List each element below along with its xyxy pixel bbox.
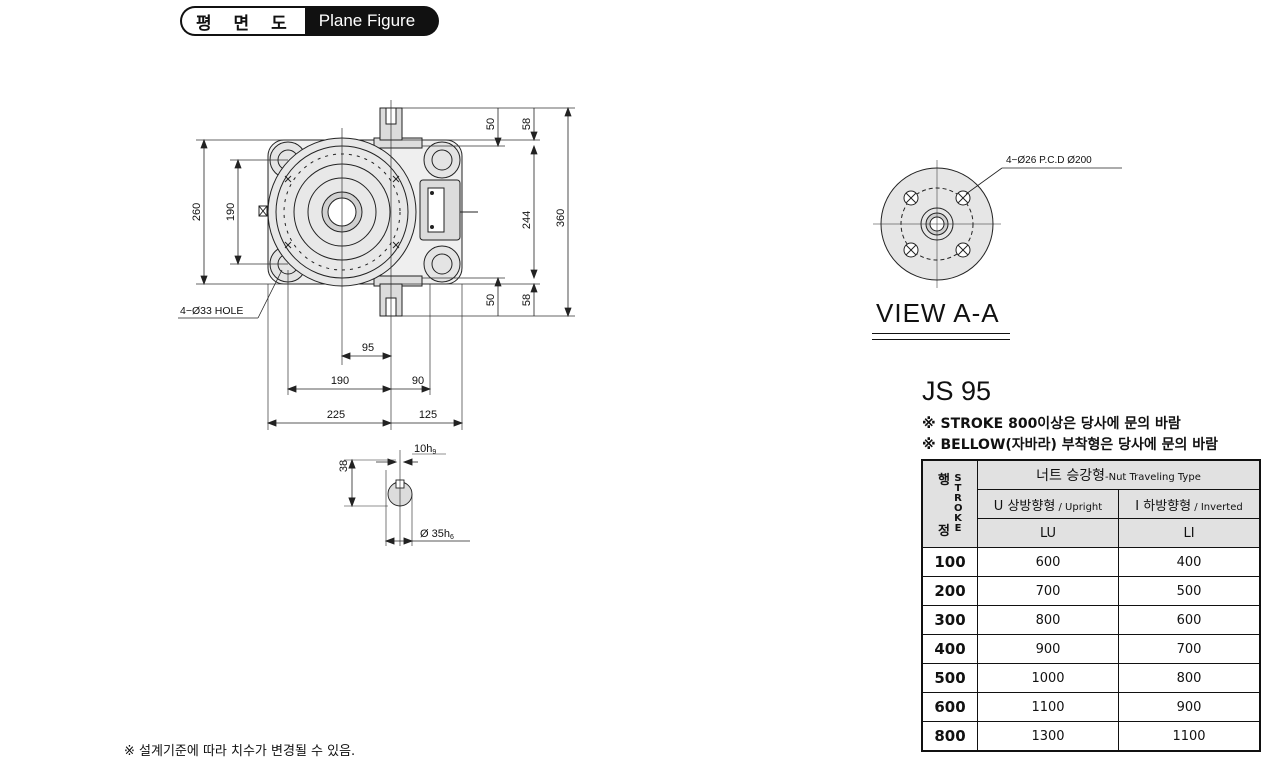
title-english: Plane Figure — [304, 6, 440, 36]
stroke-cell: 600 — [921, 692, 978, 722]
lu-cell: 1300 — [977, 721, 1119, 752]
lu-cell: 800 — [977, 605, 1119, 635]
stroke-cell: 400 — [921, 634, 978, 664]
dim-244: 244 — [521, 211, 533, 229]
li-cell: 800 — [1118, 663, 1261, 693]
li-cell: 700 — [1118, 634, 1261, 664]
stroke-label-bottom: 정 — [938, 524, 950, 539]
lu-cell: 900 — [977, 634, 1119, 664]
lu-cell: 700 — [977, 576, 1119, 606]
pcd-callout: 4−Ø26 P.C.D Ø200 — [1006, 155, 1092, 166]
li-cell: 900 — [1118, 692, 1261, 722]
stroke-cell: 200 — [921, 576, 978, 606]
col-inverted-header: I 하방향형 / Inverted — [1118, 489, 1261, 519]
dim-50-top: 50 — [485, 118, 497, 130]
plan-view-drawing: 260 190 50 58 244 360 50 58 95 190 90 22… — [178, 100, 575, 546]
stroke-cell: 500 — [921, 663, 978, 693]
view-label-underline — [872, 333, 1010, 340]
lu-cell: 600 — [977, 547, 1119, 577]
stroke-header: 행 정 STROKE — [921, 459, 978, 548]
lu-cell: 1000 — [977, 663, 1119, 693]
code-inverted: LI — [1118, 518, 1261, 548]
stroke-label-top: 행 — [938, 473, 950, 488]
li-cell: 600 — [1118, 605, 1261, 635]
dim-50-bottom: 50 — [485, 294, 497, 306]
stroke-length-table: 행 정 STROKE 너트 승강형-Nut Traveling Type U 상… — [921, 459, 1261, 752]
stroke-cell: 300 — [921, 605, 978, 635]
group-header: 너트 승강형-Nut Traveling Type — [977, 459, 1261, 490]
dim-58-top: 58 — [521, 118, 533, 130]
li-cell: 500 — [1118, 576, 1261, 606]
dim-190-horizontal: 190 — [331, 375, 349, 387]
stroke-cell: 800 — [921, 721, 978, 752]
key-depth-dim: 38 — [338, 460, 350, 472]
shaft-diameter-dim: Ø 35h6 — [420, 528, 454, 541]
note-stroke: ※ STROKE 800이상은 당사에 문의 바람 — [922, 416, 1181, 432]
col-upright-header: U 상방향형 / Upright — [977, 489, 1119, 519]
model-name: JS 95 — [922, 376, 992, 406]
dim-125: 125 — [419, 409, 437, 421]
section-title: 평 면 도 Plane Figure — [180, 6, 440, 36]
dim-360: 360 — [555, 209, 567, 227]
dim-90: 90 — [412, 375, 424, 387]
key-width-dim: 10h9 — [414, 443, 436, 456]
dim-190-vertical: 190 — [225, 203, 237, 221]
view-a-a-drawing: 4−Ø26 P.C.D Ø200 — [873, 155, 1122, 288]
dim-225: 225 — [327, 409, 345, 421]
view-a-a-label: VIEW A-A — [876, 298, 1000, 328]
note-bellow: ※ BELLOW(자바라) 부착형은 당사에 문의 바람 — [922, 437, 1219, 453]
dim-260: 260 — [191, 203, 203, 221]
stroke-cell: 100 — [921, 547, 978, 577]
hole-callout: 4−Ø33 HOLE — [180, 305, 243, 317]
li-cell: 400 — [1118, 547, 1261, 577]
dim-95: 95 — [362, 342, 374, 354]
dim-58-bottom: 58 — [521, 294, 533, 306]
li-cell: 1100 — [1118, 721, 1261, 752]
lu-cell: 1100 — [977, 692, 1119, 722]
stroke-vertical-label: STROKE — [953, 473, 963, 534]
code-upright: LU — [977, 518, 1119, 548]
footnote: ※ 설계기준에 따라 치수가 변경될 수 있음. — [124, 744, 356, 759]
title-korean: 평 면 도 — [180, 6, 305, 36]
